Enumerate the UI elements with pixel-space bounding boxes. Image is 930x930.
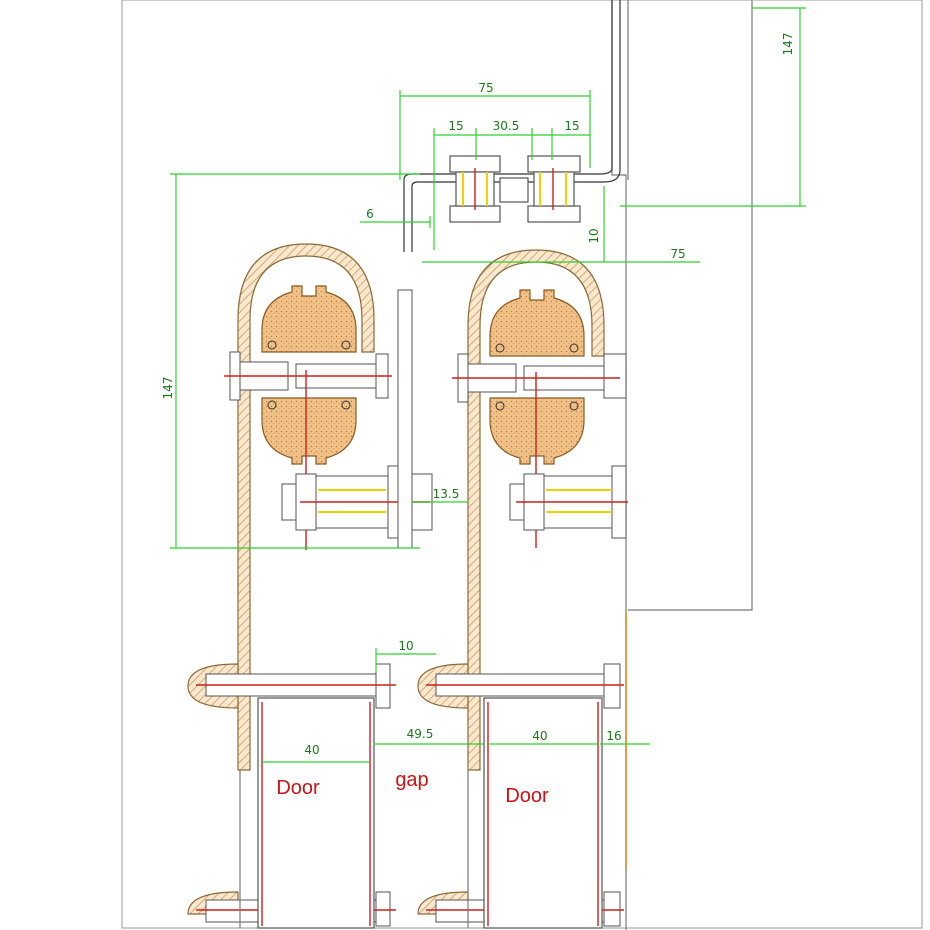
left-roller-hanger [224, 243, 433, 771]
left-door-panel [239, 697, 375, 929]
label-door-left: Door [276, 777, 320, 799]
label-gap: gap [395, 769, 428, 791]
dim-bolt-mid: 30.5 [493, 119, 520, 133]
dim-door-spacing: 10 [398, 639, 413, 653]
dim-door-left: 40 [304, 743, 319, 757]
dim-bolt-left: 15 [448, 119, 463, 133]
right-door-panel [467, 697, 603, 929]
dim-bolt-right: 15 [564, 119, 579, 133]
dim-bracket-thickness: 10 [587, 228, 601, 243]
right-roller-hanger [452, 249, 628, 771]
dim-gap: 49.5 [407, 727, 434, 741]
dim-second-offset: 75 [670, 247, 685, 261]
dimension-labels: 147 75 15 30.5 15 6 10 75 147 13.5 10 40… [161, 33, 795, 757]
dim-wall-clearance: 16 [606, 729, 621, 743]
dim-hanger-height: 147 [161, 377, 175, 400]
dim-bracket-width: 75 [478, 81, 493, 95]
dimension-lines [170, 7, 806, 763]
dim-top-height: 147 [781, 33, 795, 56]
dim-bracket-offset: 6 [366, 207, 374, 221]
dim-door-right: 40 [532, 729, 547, 743]
mounting-bracket [403, 0, 621, 252]
dim-wheel-clearance: 13.5 [433, 487, 460, 501]
part-labels: Door gap Door [276, 769, 549, 807]
label-door-right: Door [505, 785, 549, 807]
